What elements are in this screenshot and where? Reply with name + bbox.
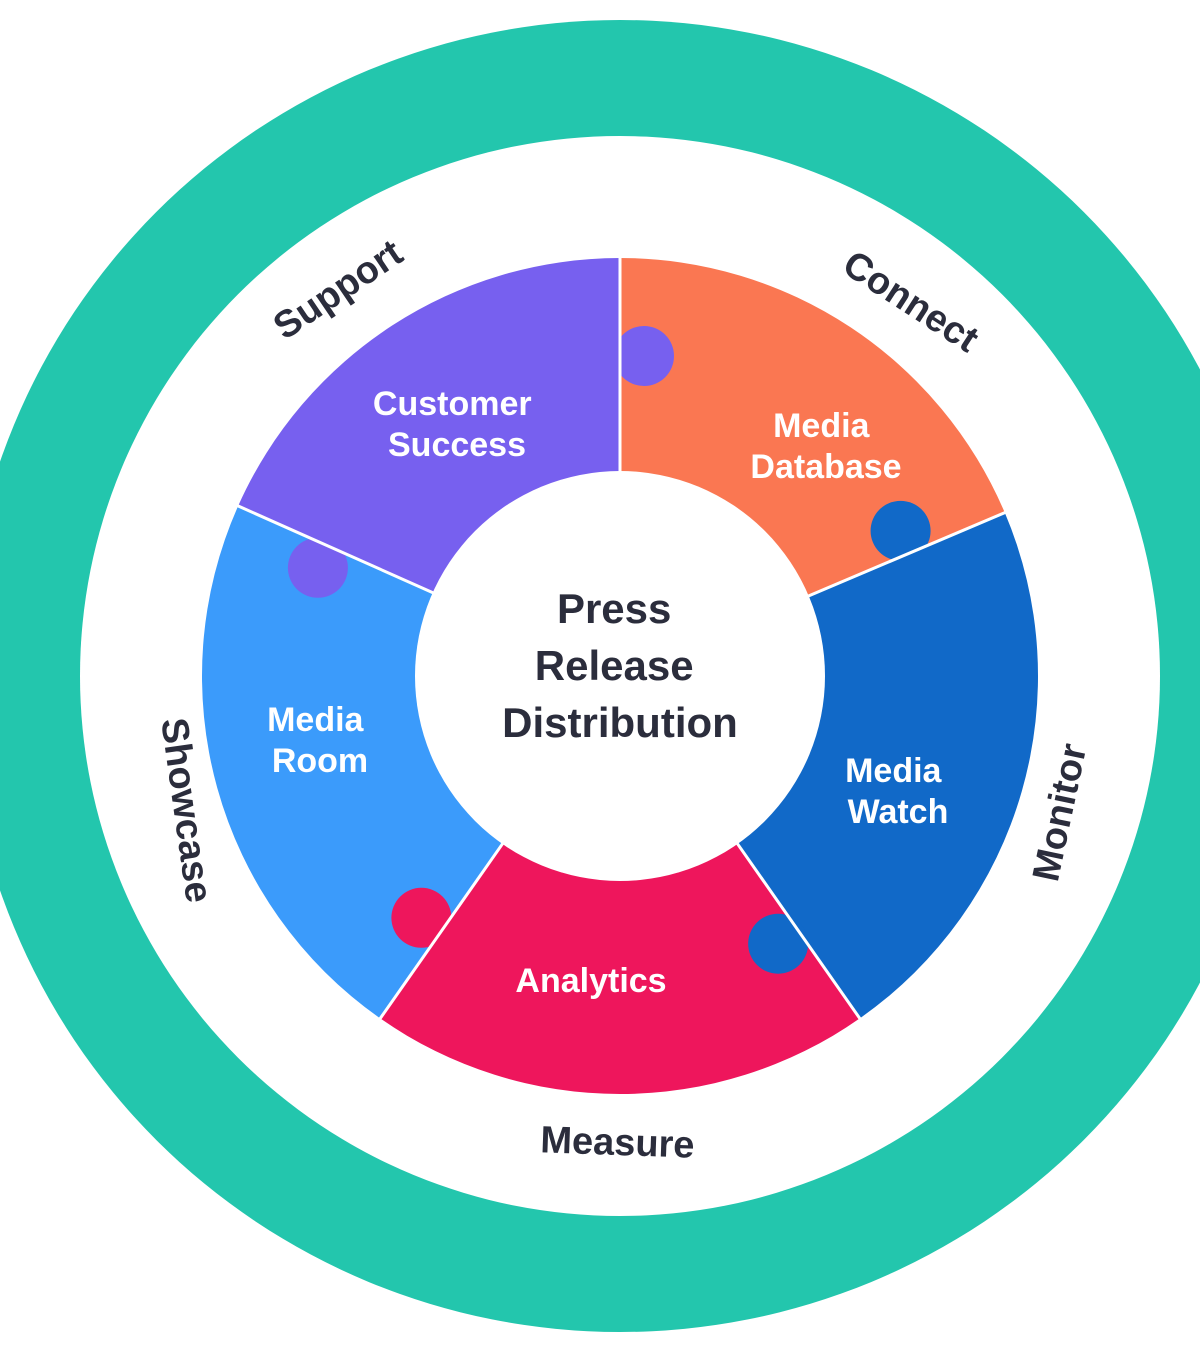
customer-success-line-2: Success: [388, 426, 526, 464]
verb-measure: Measure: [540, 1119, 696, 1166]
segment-label-analytics: Analytics: [515, 962, 666, 1000]
media-room-line-2: Room: [272, 742, 368, 780]
segment-label-customer-success: Customer Success: [373, 385, 541, 464]
analytics-line-1: Analytics: [515, 962, 666, 1000]
segment-separator: [377, 837, 508, 1021]
segment-customer-success: [238, 258, 620, 595]
puzzle-knob: [748, 913, 809, 974]
center-line-3: Distribution: [502, 699, 738, 746]
puzzle-knob: [391, 887, 452, 948]
center-circle: [415, 471, 825, 881]
center-label: Press Release Distribution: [502, 585, 738, 746]
segment-label-media-room: Media Room: [267, 701, 373, 780]
segment-separator: [801, 510, 1008, 601]
center-line-1: Press: [557, 585, 671, 632]
segment-label-media-database: Media Database: [750, 407, 901, 486]
puzzle-knobs: [235, 256, 1008, 1021]
center-line-2: Release: [535, 642, 694, 689]
customer-success-line-1: Customer: [373, 385, 532, 423]
media-watch-line-1: Media: [845, 752, 942, 790]
media-database-line-2: Database: [750, 448, 901, 486]
segment-analytics: [380, 839, 860, 1094]
puzzle-knob: [870, 500, 931, 561]
segment-media-watch: [734, 512, 1039, 1019]
segment-separator: [235, 503, 440, 597]
media-watch-line-2: Watch: [848, 793, 949, 831]
segment-separator: [732, 837, 863, 1021]
media-room-line-1: Media: [267, 701, 364, 739]
puzzle-knob: [614, 326, 674, 386]
puzzle-knob: [287, 537, 348, 598]
segment-label-media-watch: Media Watch: [845, 752, 951, 831]
media-database-line-1: Media: [773, 407, 870, 445]
